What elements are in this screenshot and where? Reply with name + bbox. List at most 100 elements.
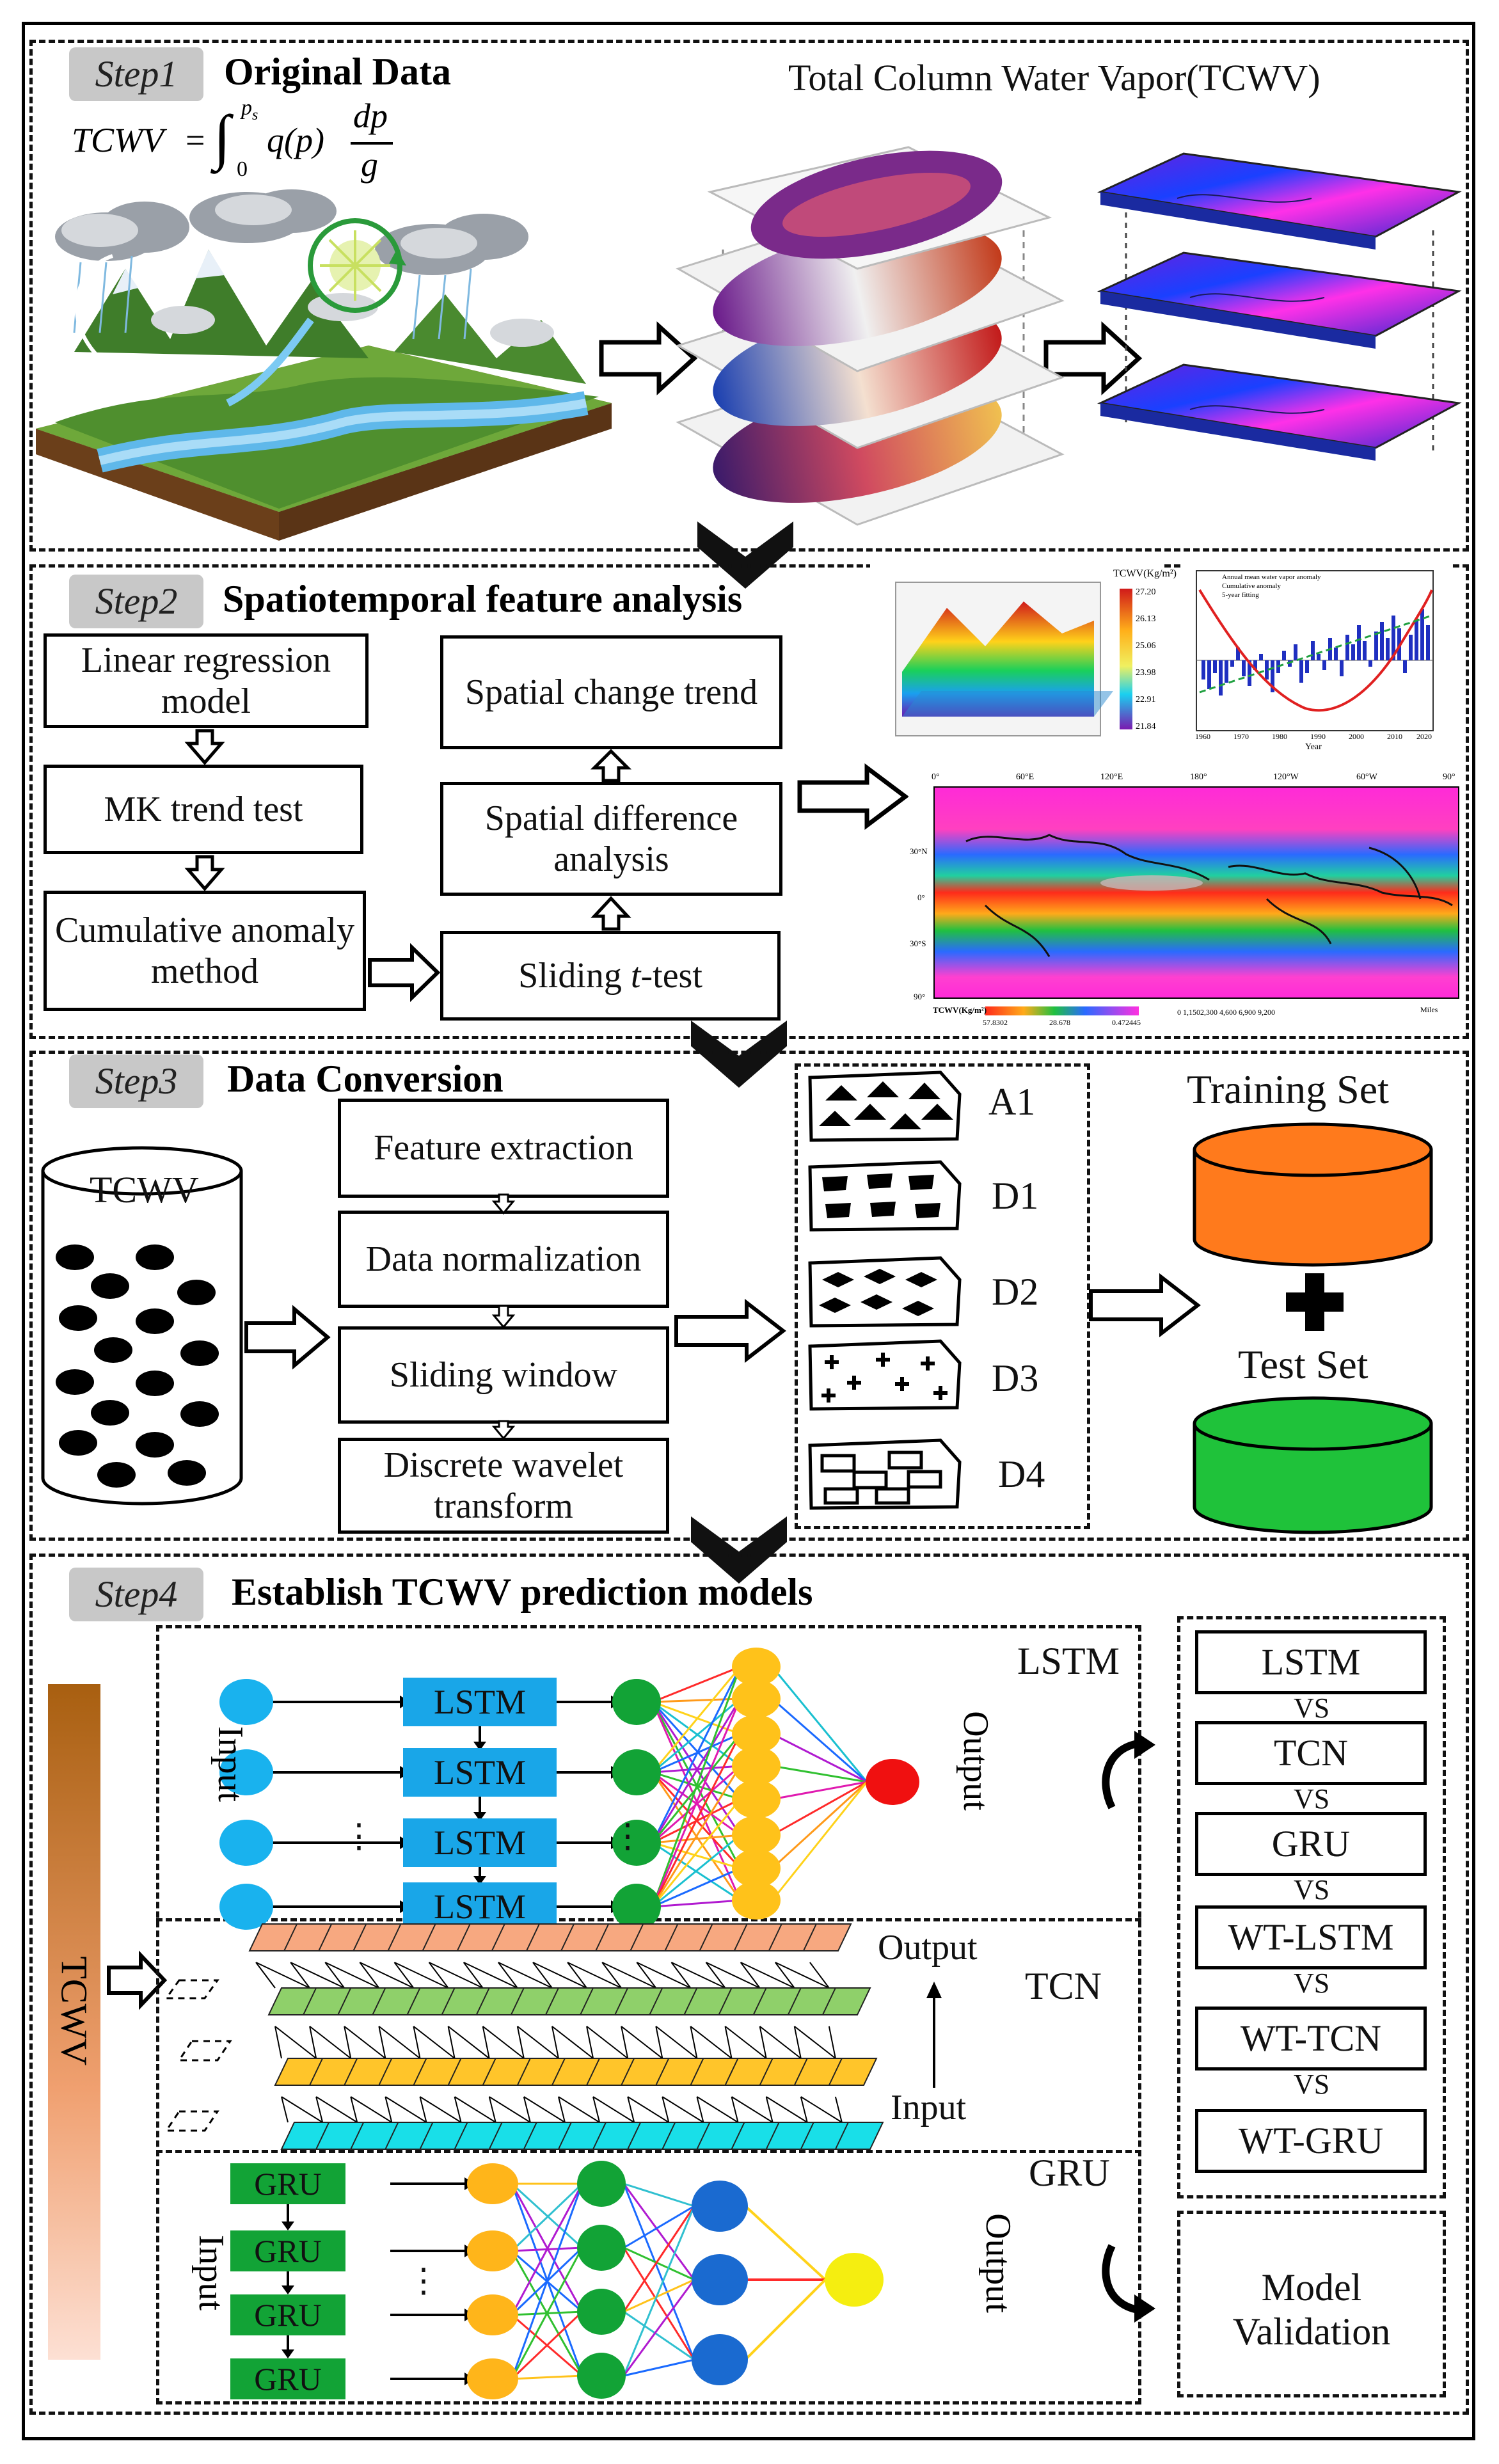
tcn-layer bbox=[280, 2122, 884, 2150]
component-d3-label: D3 bbox=[992, 1357, 1039, 1399]
tcn-edge bbox=[551, 2026, 559, 2059]
lstm-out-edge bbox=[772, 1781, 868, 1836]
gru-output-label: Output bbox=[978, 2213, 1018, 2313]
map-left-tick-2: 30°S bbox=[910, 939, 926, 948]
lstm-dots-right: ⋮ bbox=[611, 1818, 644, 1855]
tcn-output-label: Output bbox=[878, 1928, 978, 1967]
gru-out-edge bbox=[744, 2278, 827, 2361]
tcn-edge bbox=[794, 2026, 836, 2059]
arrow-feature-to-norm bbox=[491, 1193, 516, 1215]
tcn-edge bbox=[315, 2096, 324, 2123]
tcn-cell-divider bbox=[385, 2122, 399, 2150]
tcn-cell-divider bbox=[454, 2122, 468, 2150]
tcn-edge bbox=[517, 2026, 559, 2059]
gru-dense2-node bbox=[692, 2181, 748, 2232]
anomaly-bar bbox=[1322, 660, 1326, 670]
arrow-components-to-sets bbox=[1089, 1273, 1201, 1338]
tcn-network bbox=[164, 1923, 884, 2150]
gru-hidden-node bbox=[467, 2230, 518, 2271]
gru-hidden-node bbox=[467, 2163, 518, 2204]
compare-lstm-box: LSTM bbox=[1195, 1630, 1427, 1694]
anomaly-bar bbox=[1248, 660, 1251, 686]
plus-icon bbox=[1286, 1273, 1344, 1331]
anomaly-bar bbox=[1282, 651, 1286, 660]
anomaly-bar-chart: Annual mean water vapor anomaly Cumulati… bbox=[1184, 564, 1452, 756]
step4-tag: Step4 bbox=[69, 1568, 203, 1621]
tcn-edge bbox=[809, 1962, 830, 1989]
gru-dense-node bbox=[577, 2161, 626, 2207]
tcn-edge bbox=[523, 2096, 566, 2123]
tcn-cell-divider bbox=[614, 1987, 629, 2015]
anomaly-bar bbox=[1317, 654, 1321, 660]
chevron-step1-to-2 bbox=[697, 521, 793, 589]
tcn-edge bbox=[281, 2096, 289, 2123]
anomaly-bar bbox=[1374, 632, 1378, 660]
surface-tick-3: 23.98 bbox=[1136, 668, 1156, 678]
tcn-edge bbox=[413, 2026, 421, 2059]
tcn-cell-divider bbox=[475, 1987, 490, 2015]
tcn-edge bbox=[834, 2096, 843, 2123]
tcn-cell-divider bbox=[344, 2058, 358, 2086]
tcn-cell-divider bbox=[768, 1923, 782, 1951]
surface-tick-4: 22.91 bbox=[1136, 695, 1156, 704]
lstm-edge bbox=[651, 1666, 742, 1843]
lstm-cell: LSTM bbox=[403, 1818, 557, 1867]
anomaly-bar bbox=[1213, 660, 1217, 673]
tcn-edge bbox=[828, 2026, 836, 2059]
anomaly-bar bbox=[1242, 660, 1246, 676]
tcn-edge bbox=[281, 2096, 323, 2123]
tcn-layer bbox=[248, 1923, 852, 1951]
lstm-edge bbox=[652, 1841, 741, 1870]
tcwv-input-bar bbox=[48, 1684, 100, 2360]
lstm-name: LSTM bbox=[1017, 1640, 1120, 1682]
tcn-cell-divider bbox=[419, 2122, 434, 2150]
tcn-cell-divider bbox=[787, 1987, 802, 2015]
tcn-cell-divider bbox=[406, 1987, 421, 2015]
gru-edge bbox=[623, 2182, 695, 2207]
lstm-out-edge bbox=[771, 1781, 868, 1870]
map-top-tick-1: 60°E bbox=[1016, 772, 1035, 782]
tcn-edge bbox=[309, 2026, 351, 2059]
formula-den: g bbox=[361, 145, 378, 184]
tcn-cell-divider bbox=[488, 2122, 503, 2150]
arrow-window-to-dwt bbox=[491, 1420, 516, 1440]
arrow-steps-to-components bbox=[674, 1298, 786, 1363]
tcn-cell-divider bbox=[315, 2122, 330, 2150]
vs-label-2: VS bbox=[1294, 1783, 1330, 1815]
anomaly-xtick-3: 1990 bbox=[1310, 732, 1326, 741]
tcn-edge bbox=[350, 2096, 392, 2123]
formula-integrand: q(p) bbox=[267, 121, 324, 159]
stacked-map-sheets bbox=[676, 146, 1065, 526]
tcn-edge bbox=[429, 1962, 484, 1989]
lstm-dense-node bbox=[732, 1849, 781, 1888]
anomaly-bar bbox=[1386, 638, 1390, 660]
water-cycle-illustration bbox=[36, 189, 612, 541]
tcn-cell-divider bbox=[662, 2122, 676, 2150]
lstm-edge bbox=[651, 1666, 742, 1907]
tcn-cell-divider bbox=[724, 2058, 739, 2086]
tcn-cell-divider bbox=[318, 1923, 333, 1951]
tcn-edge bbox=[601, 1962, 622, 1989]
map-left-tick-3: 90° bbox=[914, 992, 926, 1001]
formula-lower: 0 bbox=[237, 157, 248, 181]
gru-cell: GRU bbox=[230, 2163, 345, 2204]
lstm-edge bbox=[652, 1697, 741, 1774]
comparison-panel bbox=[1177, 1616, 1446, 2198]
gru-edge bbox=[511, 2182, 583, 2249]
tcn-cell-divider bbox=[821, 1987, 836, 2015]
gru-edge bbox=[511, 2247, 583, 2380]
gru-out-edge bbox=[744, 2205, 827, 2281]
tcn-cell-divider bbox=[560, 1923, 575, 1951]
tcn-cell-divider bbox=[800, 2122, 814, 2150]
tcn-edge bbox=[706, 1962, 761, 1989]
arrow-tcwv-to-models bbox=[107, 1950, 168, 2010]
tcn-edge bbox=[274, 2026, 317, 2059]
tcn-cell-divider bbox=[309, 2058, 324, 2086]
anomaly-bar bbox=[1225, 660, 1228, 683]
lstm-dense-node bbox=[732, 1680, 781, 1718]
tcn-cell-divider bbox=[664, 1923, 679, 1951]
gru-edge bbox=[623, 2310, 695, 2361]
gru-dense-node bbox=[577, 2225, 626, 2271]
lstm-edge bbox=[651, 1698, 742, 1907]
gru-edge bbox=[511, 2182, 583, 2252]
